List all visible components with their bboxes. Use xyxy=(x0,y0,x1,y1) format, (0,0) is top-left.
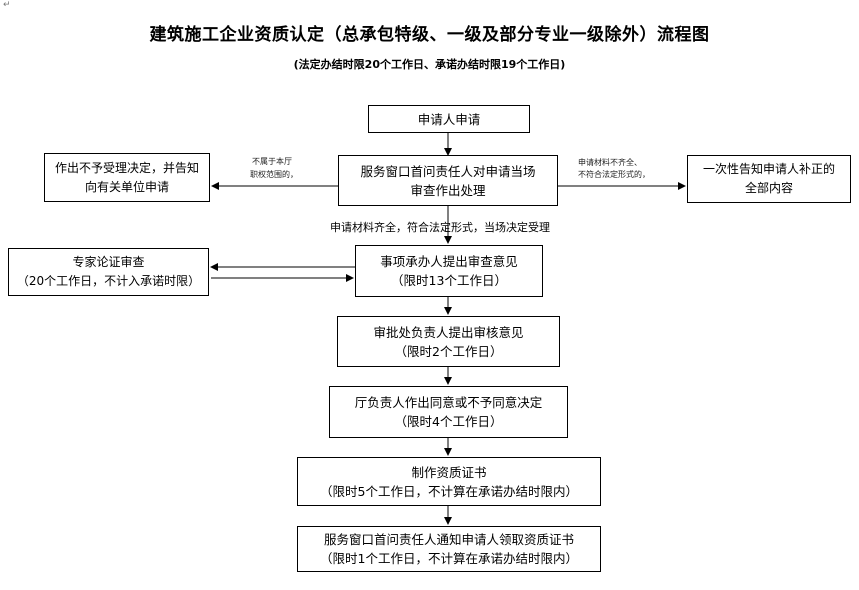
audit-line2: （限时2个工作日） xyxy=(394,343,503,359)
decision-box: 厅负责人作出同意或不予同意决定 （限时4个工作日） xyxy=(329,386,568,438)
left-branch-label-line1: 不属于本厅 xyxy=(252,157,292,166)
collect-line1: 服务窗口首问责任人通知申请人领取资质证书 xyxy=(323,532,574,547)
review-line2: 审查作出处理 xyxy=(410,182,486,198)
left-branch-label-line2: 职权范围的， xyxy=(250,170,298,179)
decision-line2: （限时4个工作日） xyxy=(394,414,503,429)
expert-box: 专家论证审查 （20个工作日，不计入承诺时限） xyxy=(8,248,209,296)
audit-line1: 审批处负责人提出审核意见 xyxy=(373,324,524,340)
reject-line2: 向有关单位申请 xyxy=(84,179,169,194)
apply-box: 申请人申请 xyxy=(368,105,530,133)
right-branch-label-line2: 不符合法定形式的， xyxy=(578,170,650,179)
opinion-line2: （限时13个工作日） xyxy=(391,273,507,288)
cert-line2: （限时5个工作日，不计算在承诺办结时限内） xyxy=(320,483,578,499)
notify-line1: 一次性告知申请人补正的 xyxy=(702,162,835,176)
collect-box: 服务窗口首问责任人通知申请人领取资质证书 （限时1个工作日，不计算在承诺办结时限… xyxy=(297,526,601,572)
cert-box: 制作资质证书 （限时5个工作日，不计算在承诺办结时限内） xyxy=(297,457,601,506)
page-subtitle: (法定办结时限20个工作日、承诺办结时限19个工作日) xyxy=(293,58,566,71)
cert-line1: 制作资质证书 xyxy=(411,464,487,480)
accept-label: 申请材料齐全，符合法定形式，当场决定受理 xyxy=(330,221,550,234)
audit-box: 审批处负责人提出审核意见 （限时2个工作日） xyxy=(337,316,560,367)
notify-line2: 全部内容 xyxy=(744,181,793,195)
expert-line2: （20个工作日，不计入承诺时限） xyxy=(16,274,201,288)
reject-line1: 作出不予受理决定，并告知 xyxy=(54,160,199,175)
opinion-box: 事项承办人提出审查意见 （限时13个工作日） xyxy=(355,245,543,297)
apply-label: 申请人申请 xyxy=(417,111,481,127)
review-line1: 服务窗口首问责任人对申请当场 xyxy=(360,163,536,179)
paragraph-mark: ↵ xyxy=(3,0,11,10)
collect-line2: （限时1个工作日，不计算在承诺办结时限内） xyxy=(320,551,578,566)
right-branch-label-line1: 申请材料不齐全、 xyxy=(578,158,642,167)
page-title: 建筑施工企业资质认定（总承包特级、一级及部分专业一级除外）流程图 xyxy=(149,25,710,45)
expert-line1: 专家论证审查 xyxy=(72,255,145,269)
notify-box: 一次性告知申请人补正的 全部内容 xyxy=(687,155,851,203)
decision-line1: 厅负责人作出同意或不予同意决定 xyxy=(354,395,543,410)
reject-box: 作出不予受理决定，并告知 向有关单位申请 xyxy=(44,153,210,202)
review-box: 服务窗口首问责任人对申请当场 审查作出处理 xyxy=(338,155,558,206)
opinion-line1: 事项承办人提出审查意见 xyxy=(380,254,518,269)
